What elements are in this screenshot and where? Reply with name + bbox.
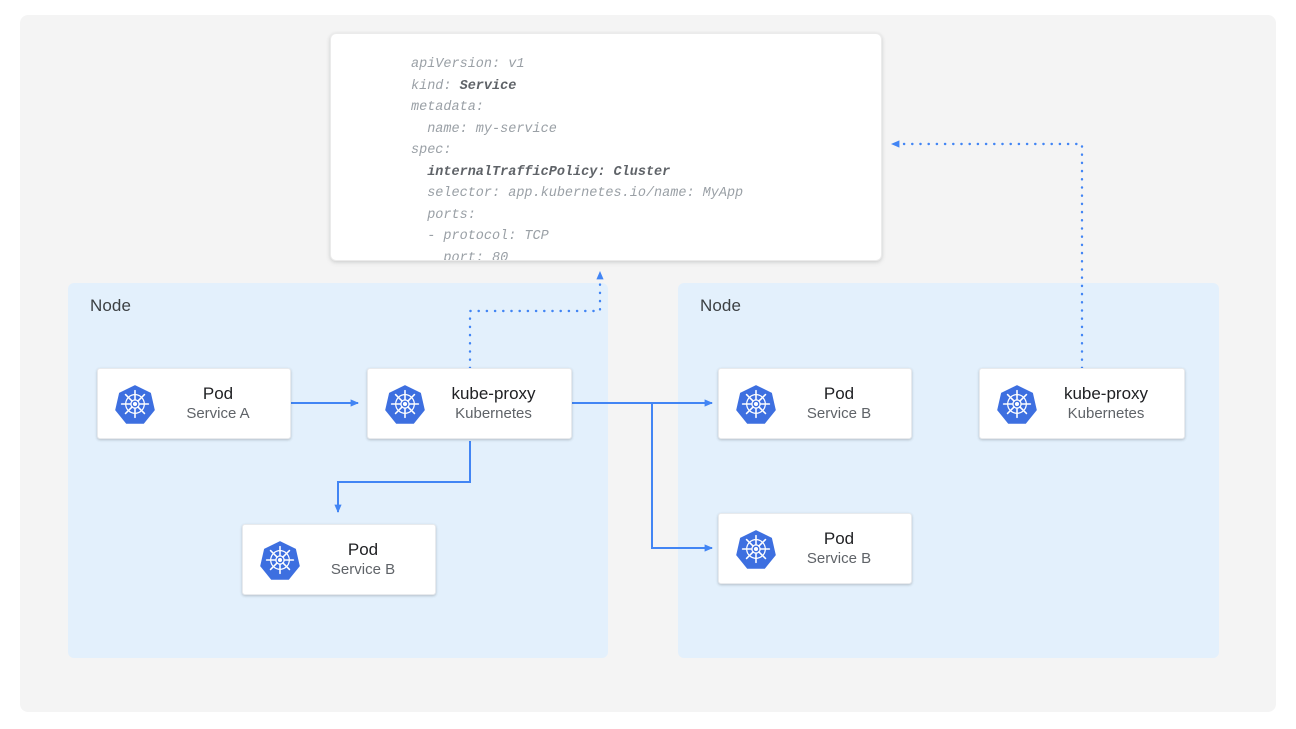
node-container-right: Node	[678, 283, 1219, 658]
card-subtitle: Service B	[806, 405, 872, 422]
card-title: Pod	[202, 384, 234, 403]
card-subtitle: Service A	[186, 405, 250, 422]
card-subtitle: Kubernetes	[1067, 405, 1145, 422]
kubernetes-icon	[735, 383, 777, 425]
card-pod-service-b-right-top[interactable]: Pod Service B	[718, 368, 912, 439]
node-label-left: Node	[90, 296, 132, 315]
service-manifest-panel: apiVersion: v1 kind: Service metadata: n…	[330, 33, 882, 261]
card-title: kube-proxy	[1063, 384, 1149, 403]
kubernetes-icon	[384, 383, 426, 425]
card-subtitle: Service B	[806, 550, 872, 567]
manifest-code-block: apiVersion: v1 kind: Service metadata: n…	[411, 57, 744, 261]
kubernetes-icon	[996, 383, 1038, 425]
card-title: Pod	[823, 529, 855, 548]
node-label-right: Node	[700, 296, 742, 315]
card-text-group: Pod Service B	[301, 539, 435, 580]
card-pod-service-b-left[interactable]: Pod Service B	[242, 524, 436, 595]
card-subtitle: Kubernetes	[455, 405, 532, 422]
card-kube-proxy-left[interactable]: kube-proxy Kubernetes	[367, 368, 572, 439]
card-kube-proxy-right[interactable]: kube-proxy Kubernetes	[979, 368, 1185, 439]
card-text-group: Pod Service A	[156, 383, 290, 424]
kubernetes-icon	[259, 539, 301, 581]
card-text-group: kube-proxy Kubernetes	[426, 383, 571, 424]
card-title: Pod	[347, 540, 379, 559]
kubernetes-icon	[114, 383, 156, 425]
card-text-group: kube-proxy Kubernetes	[1038, 383, 1184, 424]
kubernetes-icon	[735, 528, 777, 570]
card-pod-service-a[interactable]: Pod Service A	[97, 368, 291, 439]
card-text-group: Pod Service B	[777, 383, 911, 424]
card-subtitle: Service B	[330, 561, 396, 578]
card-title: Pod	[823, 384, 855, 403]
node-container-left: Node	[68, 283, 608, 658]
card-title: kube-proxy	[451, 384, 536, 403]
card-text-group: Pod Service B	[777, 528, 911, 569]
card-pod-service-b-right-bottom[interactable]: Pod Service B	[718, 513, 912, 584]
